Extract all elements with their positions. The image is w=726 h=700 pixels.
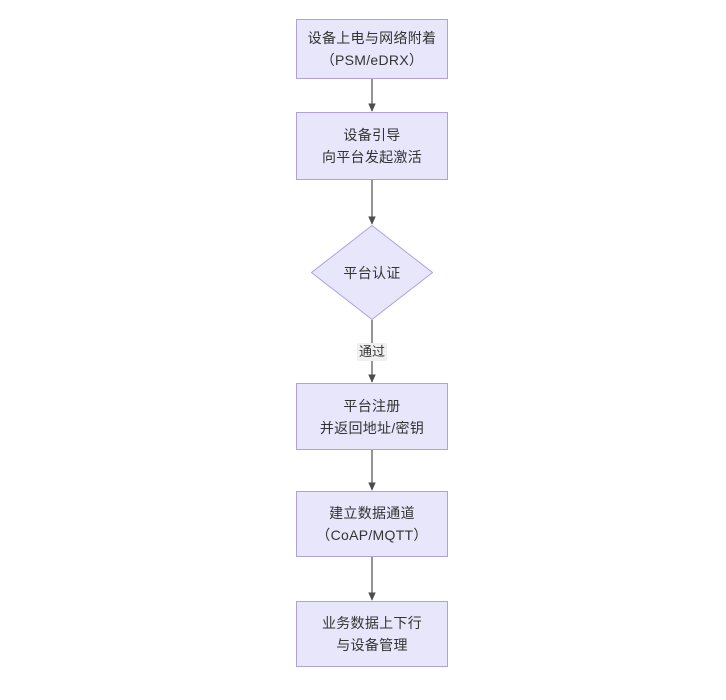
edge-label-pass: 通过 xyxy=(356,343,388,361)
node-platform-registration[interactable]: 平台注册 并返回地址/密钥 xyxy=(296,383,448,450)
node-label-line: 平台认证 xyxy=(343,264,401,281)
node-label-line: 设备引导 xyxy=(343,127,401,143)
node-label-line: 并返回地址/密钥 xyxy=(319,419,425,436)
node-label-line: 平台注册 xyxy=(343,397,401,414)
node-label-line: 向平台发起激活 xyxy=(321,149,423,165)
node-device-power-on[interactable]: 设备上电与网络附着 （PSM/eDRX） xyxy=(296,19,448,79)
node-label-line: 与设备管理 xyxy=(336,637,408,653)
node-label-line: （CoAP/MQTT） xyxy=(316,527,428,543)
node-label-line: （PSM/eDRX） xyxy=(320,52,424,68)
node-business-data-and-device-management[interactable]: 业务数据上下行 与设备管理 xyxy=(296,601,448,667)
node-establish-data-channel[interactable]: 建立数据通道 （CoAP/MQTT） xyxy=(296,491,448,557)
diamond-shape-icon xyxy=(311,225,433,320)
node-label-line: 建立数据通道 xyxy=(329,505,415,521)
node-label-line: 设备上电与网络附着 xyxy=(307,30,437,46)
node-platform-authentication[interactable]: 平台认证 xyxy=(311,225,433,320)
node-label-line: 业务数据上下行 xyxy=(321,615,423,631)
node-device-bootstrap[interactable]: 设备引导 向平台发起激活 xyxy=(296,112,448,180)
